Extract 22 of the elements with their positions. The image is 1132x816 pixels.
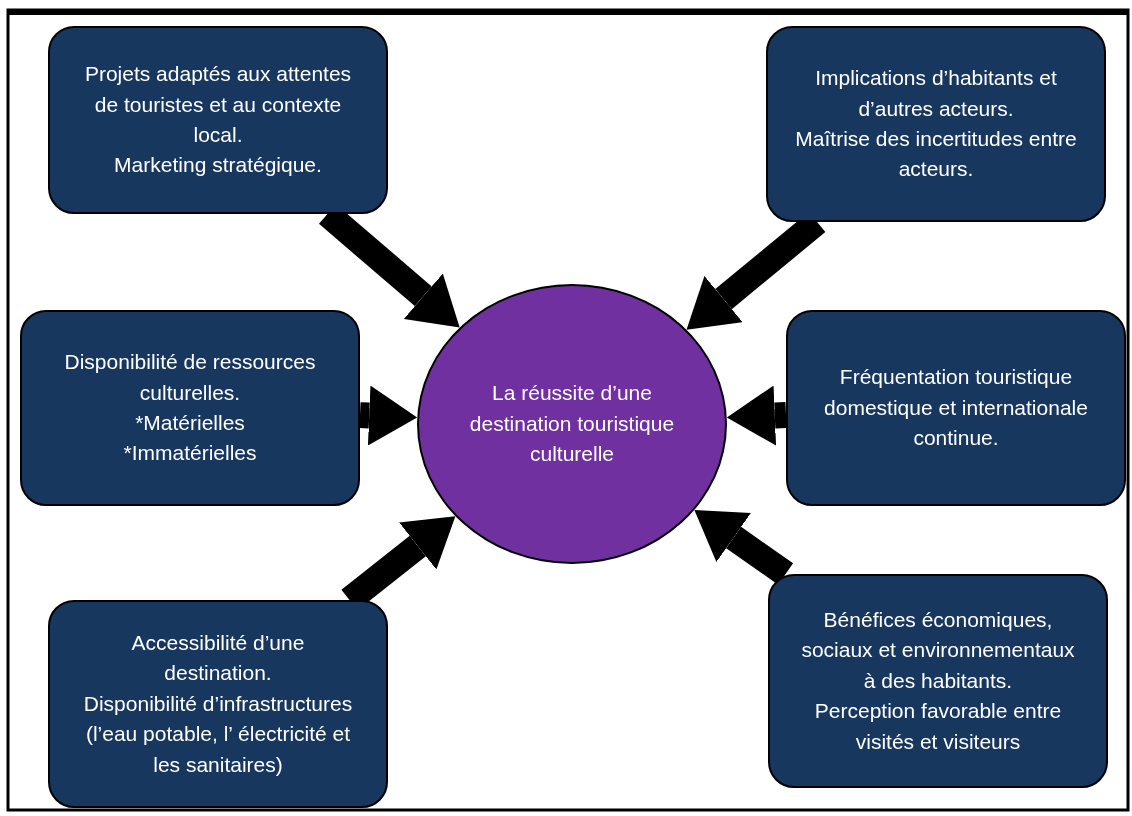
arrow [359, 385, 418, 446]
factor-box [20, 310, 360, 506]
node-text: Bénéfices économiques, sociaux et environnementaux à des habitants. [800, 606, 1076, 694]
node-text: La réussite d’une destination touristique culturelle [469, 380, 675, 468]
node-text: Disponibilité d’infrastructures (l’eau potable, l’ électricité et les sanitaires) [82, 690, 354, 778]
node-text: Projets adaptés aux attentes de touristes et au contexte local. [83, 61, 353, 148]
node-text: *Matérielles [135, 410, 245, 436]
node-text: Maîtrise des incertitudes entre acteurs. [794, 126, 1078, 183]
arrow [694, 509, 794, 585]
node-text: Disponibilité de ressources culturelles. [63, 349, 317, 406]
factor-box [766, 26, 1106, 222]
node-text: Marketing stratégique. [114, 152, 322, 179]
factor-box [786, 310, 1126, 506]
factor-box [48, 600, 388, 808]
factor-box [768, 574, 1108, 788]
node-text: Implications d’habitants et d’autres acteurs. [814, 65, 1058, 122]
node-text: *Immatérielles [123, 440, 257, 467]
node-text: Perception favorable entre visités et visiteurs [813, 698, 1063, 755]
factor-box [48, 26, 388, 214]
node-text: Fréquentation touristique domestique et internationale continue. [823, 364, 1089, 452]
arrow [726, 385, 787, 446]
node-text: Accessibilité d’une destination. [130, 629, 306, 687]
